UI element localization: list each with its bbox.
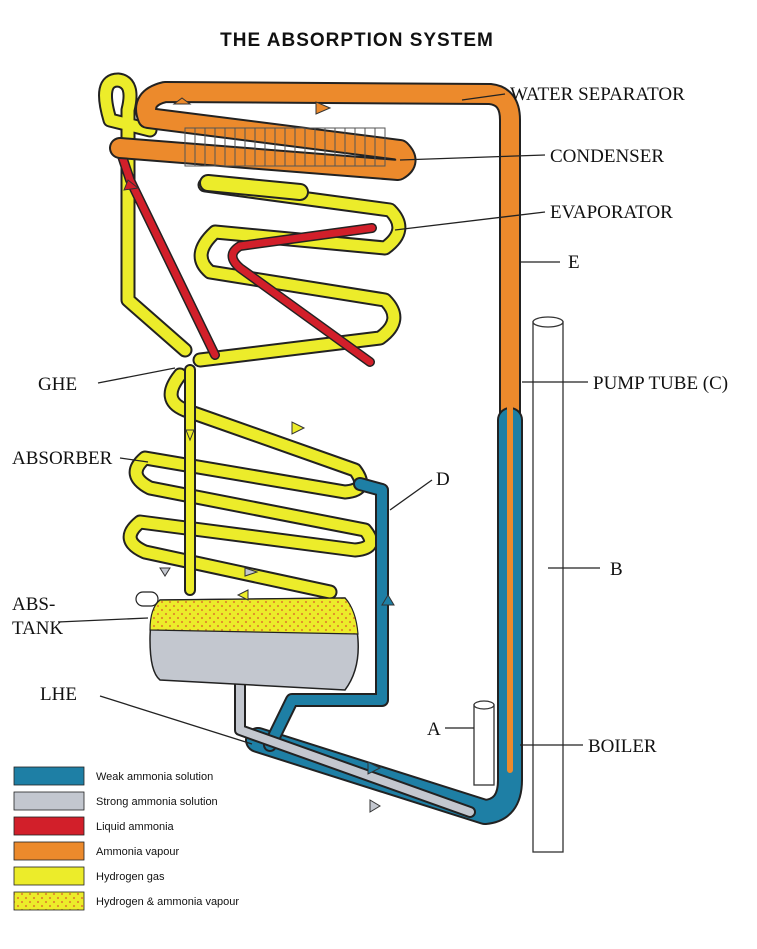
legend-label: Ammonia vapour [96, 846, 179, 858]
label-evaporator: EVAPORATOR [395, 202, 673, 230]
legend-item: Weak ammonia solution [14, 767, 213, 785]
legend-item: Liquid ammonia [14, 817, 175, 835]
svg-text:A: A [427, 719, 441, 740]
svg-text:CONDENSER: CONDENSER [550, 146, 664, 167]
label-lhe: LHE [40, 684, 252, 744]
svg-text:LHE: LHE [40, 684, 77, 705]
legend-item: Strong ammonia solution [14, 792, 218, 810]
legend-swatch [14, 767, 84, 785]
svg-text:TANK: TANK [12, 618, 64, 639]
svg-text:B: B [610, 559, 623, 580]
svg-text:D: D [436, 469, 450, 490]
legend-swatch [14, 867, 84, 885]
label-ghe: GHE [38, 368, 175, 395]
legend-label: Liquid ammonia [96, 821, 175, 833]
legend-label: Strong ammonia solution [96, 796, 218, 808]
svg-text:WATER SEPARATOR: WATER SEPARATOR [510, 84, 685, 105]
absorber-tank [136, 592, 358, 690]
diagram-title: THE ABSORPTION SYSTEM [220, 30, 494, 51]
label-condenser: CONDENSER [400, 146, 664, 167]
label-absorber: ABSORBER [12, 448, 148, 469]
label-abs-tank: ABS- TANK [12, 594, 148, 639]
svg-text:GHE: GHE [38, 374, 77, 395]
label-d: D [390, 469, 450, 510]
label-e: E [520, 252, 580, 273]
svg-text:E: E [568, 252, 580, 273]
svg-text:ABS-: ABS- [12, 594, 55, 615]
legend-swatch [14, 842, 84, 860]
svg-text:EVAPORATOR: EVAPORATOR [550, 202, 673, 223]
legend-item: Hydrogen & ammonia vapour [14, 892, 239, 910]
legend-label: Hydrogen gas [96, 871, 165, 883]
boiler-tube-b [533, 317, 563, 852]
condenser-fins [185, 128, 385, 166]
legend-item: Ammonia vapour [14, 842, 179, 860]
legend-swatch [14, 792, 84, 810]
tube-a [474, 701, 494, 785]
label-a: A [427, 719, 474, 740]
legend-item: Hydrogen gas [14, 867, 165, 885]
svg-text:PUMP TUBE (C): PUMP TUBE (C) [593, 373, 728, 394]
legend-label: Weak ammonia solution [96, 771, 213, 783]
svg-text:BOILER: BOILER [588, 736, 657, 757]
svg-text:ABSORBER: ABSORBER [12, 448, 113, 469]
legend-swatch [14, 892, 84, 910]
legend-swatch [14, 817, 84, 835]
legend-label: Hydrogen & ammonia vapour [96, 896, 239, 908]
